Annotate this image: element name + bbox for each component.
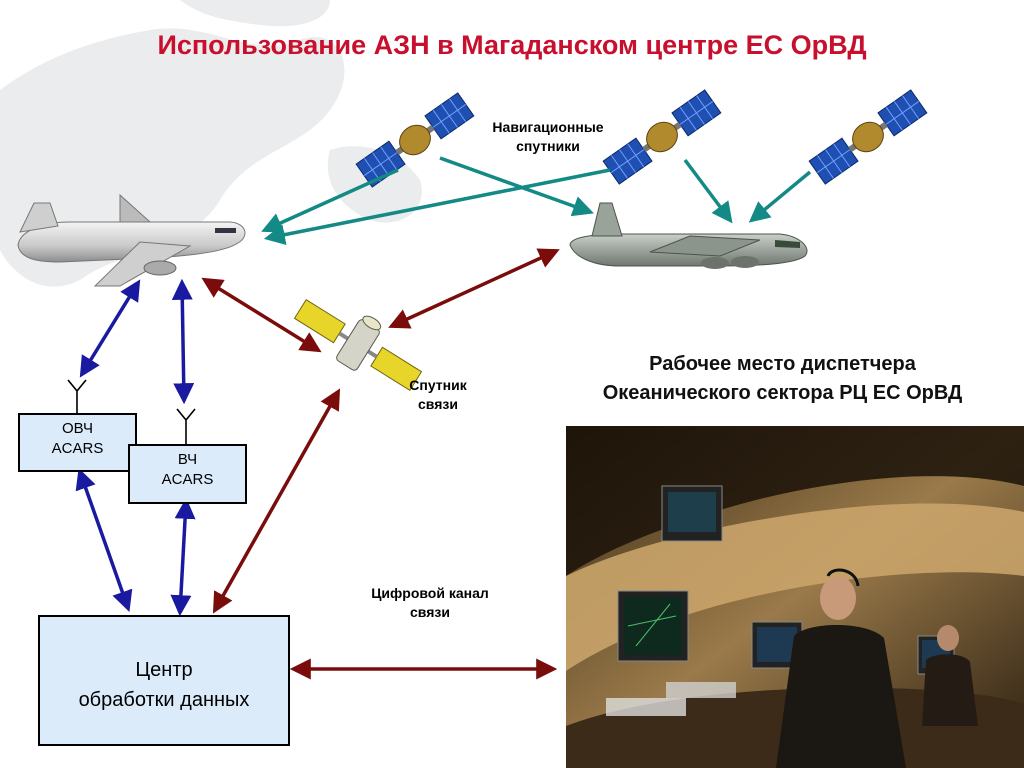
control-room-photo <box>566 426 1024 768</box>
hf-acars-label-line: ACARS <box>161 471 214 488</box>
digital-channel-label-line: Цифровой канал <box>371 585 489 601</box>
navigation-signal-arrows <box>261 156 812 246</box>
digital-channel-label: Цифровой канал связи <box>340 584 520 622</box>
page-title: Использование АЗН в Магаданском центре Е… <box>157 30 867 60</box>
vhf-acars-label-line: ОВЧ <box>62 420 93 437</box>
control-room-illustration <box>566 426 1024 768</box>
navigation-satellites-label-line: спутники <box>516 138 580 154</box>
vhf-acars-box: ОВЧ ACARS <box>18 413 137 472</box>
communication-satellite-label-line: связи <box>418 396 458 412</box>
acars-link-arrows <box>75 278 196 617</box>
vhf-acars-label-line: ACARS <box>51 440 104 457</box>
antenna-icon <box>67 379 87 414</box>
communication-satellite-label: Спутник связи <box>398 376 478 414</box>
navigation-satellite-icon <box>602 89 722 185</box>
controller-figure <box>776 568 906 768</box>
satellite-link-arrows <box>201 248 560 680</box>
data-processing-center-line: обработки данных <box>78 689 250 711</box>
workstation-title-line: Рабочее место диспетчера <box>649 353 916 375</box>
surveillance-aircraft-icon <box>569 202 808 269</box>
data-processing-center-box: Центр обработки данных <box>38 615 290 746</box>
navigation-satellite-icon <box>355 92 475 188</box>
communication-satellite-label-line: Спутник <box>409 377 467 393</box>
navigation-satellites-label: Навигационные спутники <box>468 118 628 156</box>
workstation-title: Рабочее место диспетчера Океанического с… <box>545 350 1020 408</box>
second-controller-figure <box>922 625 978 726</box>
hf-acars-label-line: ВЧ <box>177 451 198 468</box>
digital-channel-label-line: связи <box>410 604 450 620</box>
workstation-title-line: Океанического сектора РЦ ЕС ОрВД <box>602 382 963 404</box>
hf-acars-box: ВЧ ACARS <box>128 444 247 504</box>
data-processing-center-line: Центр <box>135 659 193 681</box>
airliner-icon <box>17 193 246 287</box>
navigation-satellite-icon <box>808 89 928 185</box>
antenna-icon <box>176 408 196 444</box>
navigation-satellites-label-line: Навигационные <box>492 119 604 135</box>
